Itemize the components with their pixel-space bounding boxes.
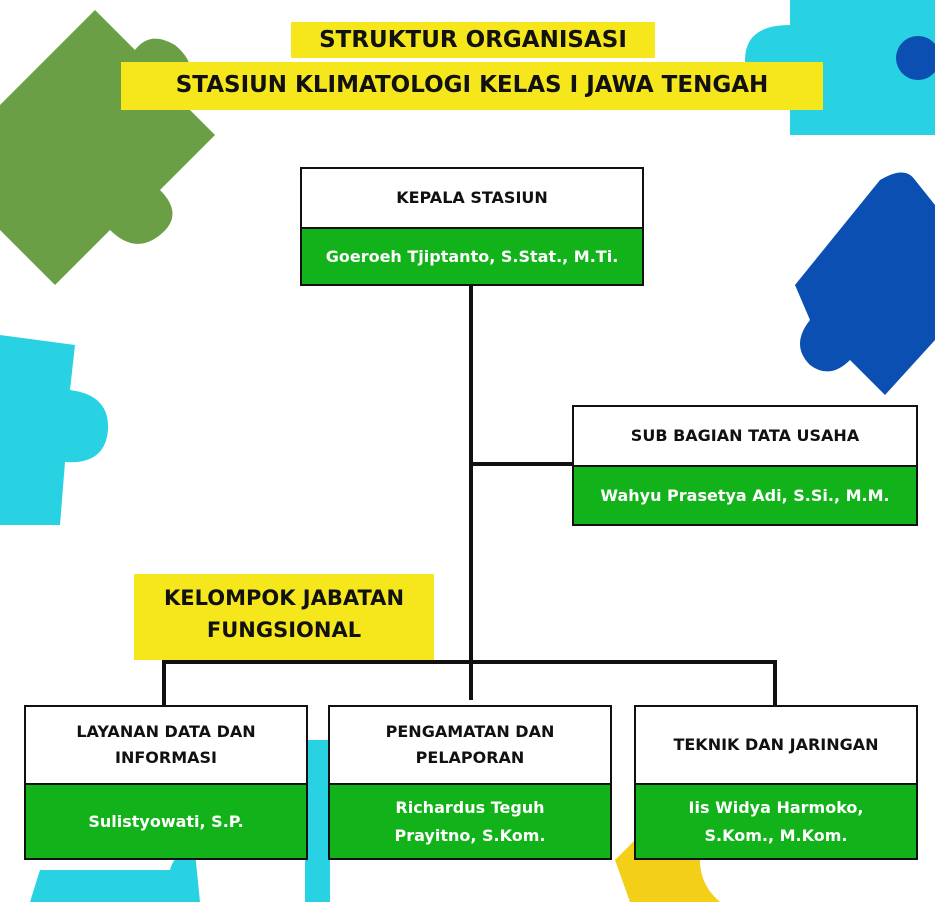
fungsional-label-line-2: FUNGSIONAL: [206, 618, 362, 642]
unit-name-line-1: Sulistyowati, S.P.: [88, 811, 244, 831]
cyan-puzzle-piece-icon: [30, 740, 330, 902]
diagram-title-line-2: STASIUN KLIMATOLOGI KELAS I JAWA TENGAH: [121, 62, 823, 110]
fungsional-label: KELOMPOK JABATAN FUNGSIONAL: [134, 574, 434, 660]
unit-box-layanan: LAYANAN DATA DAN INFORMASI Sulistyowati,…: [24, 705, 308, 860]
tata-usaha-name: Wahyu Prasetya Adi, S.Si., M.M.: [574, 465, 916, 524]
diagram-title-line-1: STRUKTUR ORGANISASI: [291, 22, 655, 58]
connector-to-tata-usaha: [469, 462, 573, 466]
kepala-role: KEPALA STASIUN: [302, 169, 642, 227]
unit-role-line-2: INFORMASI: [115, 748, 217, 767]
unit-name: Iis Widya Harmoko, S.Kom., M.Kom.: [636, 783, 916, 858]
unit-name: Sulistyowati, S.P.: [26, 783, 306, 858]
unit-name: Richardus Teguh Prayitno, S.Kom.: [330, 783, 610, 858]
green-puzzle-piece-icon: [0, 10, 215, 285]
unit-box-pengamatan: PENGAMATAN DAN PELAPORAN Richardus Teguh…: [328, 705, 612, 860]
connector-horizontal-units: [162, 660, 777, 664]
blue-puzzle-knob-icon: [896, 36, 935, 80]
tata-usaha-role: SUB BAGIAN TATA USAHA: [574, 407, 916, 465]
unit-name-line-2: Prayitno, S.Kom.: [394, 825, 546, 845]
unit-name-line-1: Iis Widya Harmoko,: [688, 797, 864, 817]
unit-role-line-2: PELAPORAN: [415, 748, 525, 767]
tata-usaha-box: SUB BAGIAN TATA USAHA Wahyu Prasetya Adi…: [572, 405, 918, 526]
unit-name-line-1: Richardus Teguh: [395, 797, 545, 817]
unit-role-line-1: TEKNIK DAN JARINGAN: [673, 735, 879, 754]
blue-puzzle-piece-icon: [795, 172, 935, 395]
kepala-stasiun-box: KEPALA STASIUN Goeroeh Tjiptanto, S.Stat…: [300, 167, 644, 286]
unit-role: TEKNIK DAN JARINGAN: [636, 707, 916, 783]
unit-box-teknik: TEKNIK DAN JARINGAN Iis Widya Harmoko, S…: [634, 705, 918, 860]
connector-to-teknik: [773, 660, 777, 705]
unit-role: PENGAMATAN DAN PELAPORAN: [330, 707, 610, 783]
cyan-puzzle-piece-icon: [0, 335, 109, 525]
unit-role-line-1: LAYANAN DATA DAN: [76, 722, 256, 741]
kepala-name: Goeroeh Tjiptanto, S.Stat., M.Ti.: [302, 227, 642, 284]
connector-to-layanan: [162, 660, 166, 705]
fungsional-label-line-1: KELOMPOK JABATAN: [163, 586, 405, 610]
connector-vertical-main: [469, 286, 473, 700]
unit-role: LAYANAN DATA DAN INFORMASI: [26, 707, 306, 783]
unit-name-line-2: S.Kom., M.Kom.: [704, 825, 848, 845]
unit-role-line-1: PENGAMATAN DAN: [385, 722, 555, 741]
